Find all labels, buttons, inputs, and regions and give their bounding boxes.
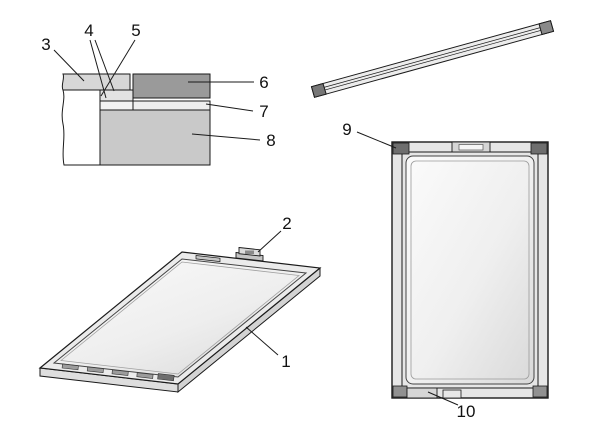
callout-labels: 3 4 5 6 7 8 9 10 2 1 — [41, 21, 475, 421]
label-2: 2 — [282, 214, 291, 233]
leader-10 — [427, 391, 459, 406]
leader-5 — [100, 39, 136, 97]
leader-9 — [356, 131, 397, 149]
profile-layer-line-2 — [313, 26, 553, 94]
cross-section-detail — [61, 73, 211, 166]
corner-block-br — [532, 385, 548, 398]
profile-body — [310, 20, 555, 98]
leader-3 — [53, 49, 85, 82]
vent-slot — [111, 369, 129, 376]
corner-block-tr — [530, 142, 548, 155]
label-9: 9 — [342, 120, 351, 139]
vent-slot — [136, 372, 154, 379]
vent-slots — [61, 363, 154, 379]
tray-latch — [235, 246, 264, 262]
perspective-view — [38, 246, 322, 394]
thin-layer — [132, 100, 211, 111]
label-3: 3 — [41, 35, 50, 54]
bottom-tab-1 — [406, 387, 438, 399]
leader-4a — [89, 39, 107, 99]
glass-panel — [405, 155, 535, 385]
spacer-block — [132, 73, 211, 99]
label-4: 4 — [84, 21, 93, 40]
base-block — [99, 109, 211, 166]
leader-lines — [53, 39, 459, 406]
tray-glass — [52, 258, 308, 378]
front-view — [391, 141, 549, 399]
leader-4b — [94, 39, 115, 92]
vent-slot — [86, 366, 104, 374]
cover-strip — [61, 73, 131, 91]
label-10: 10 — [457, 402, 476, 421]
top-latch-slot — [458, 144, 484, 151]
bottom-tab-2 — [442, 389, 462, 399]
corner-block-bl — [392, 385, 408, 398]
corner-patch — [157, 373, 175, 382]
label-7: 7 — [259, 102, 268, 121]
profile-layer-line-1 — [312, 24, 552, 91]
corner-block-tl — [392, 142, 410, 155]
bond-layer-lower — [99, 100, 134, 111]
vent-slot — [61, 363, 79, 371]
label-5: 5 — [131, 21, 140, 40]
wall-section — [61, 89, 101, 166]
profile-left-cap — [310, 82, 327, 98]
label-6: 6 — [259, 73, 268, 92]
glass-inner-line — [410, 160, 530, 380]
leader-1 — [245, 326, 279, 356]
label-1: 1 — [281, 352, 290, 371]
profile-right-cap — [538, 20, 555, 36]
leader-7 — [205, 103, 254, 112]
edge-profile-view — [310, 20, 555, 98]
tray-glass-inner-line — [60, 261, 300, 375]
leader-2 — [257, 230, 282, 253]
edge-segment — [195, 255, 221, 262]
leader-8 — [191, 133, 261, 141]
label-8: 8 — [266, 131, 275, 150]
tray-latch-slot — [245, 250, 254, 254]
